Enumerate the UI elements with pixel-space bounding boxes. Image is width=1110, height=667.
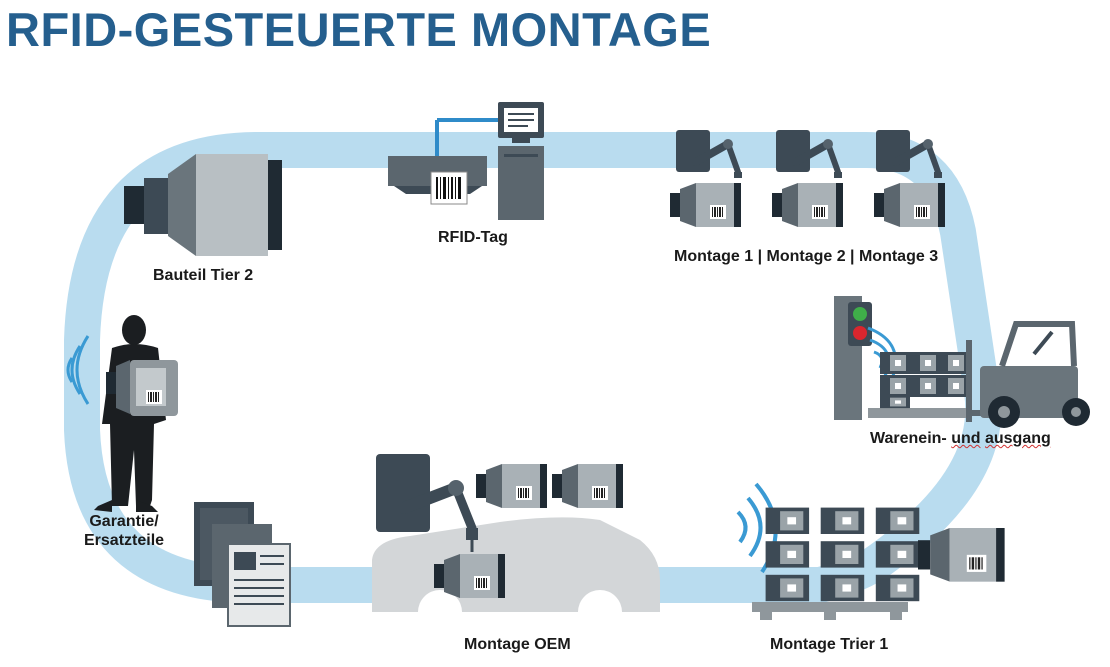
forklift-icon [966,321,1090,428]
pallet-icon [752,507,920,620]
component-module-icon [552,464,623,508]
component-module-icon [670,183,741,227]
label-montage-trier-1: Montage Trier 1 [770,636,889,653]
label-bauteil-tier-2: Bauteil Tier 2 [153,267,254,284]
component-module-icon [874,183,945,227]
computer-icon [498,102,544,220]
component-module-icon [434,554,505,598]
rfid-wave-icon [66,335,90,405]
component-module-icon [106,360,178,416]
label-garantie: Garantie/ [89,513,159,530]
label-warenein-und-ausgang: Warenein- und ausgang [870,430,1051,448]
documents-icon [194,502,291,627]
component-module-icon [476,464,547,508]
label-warenein: Warenein- [870,430,947,447]
pallet-icon [868,352,968,418]
component-module-icon [772,183,843,227]
car-icon [372,517,660,634]
label-garantie-ersatzteile: Garantie/ Ersatzteile [84,512,164,550]
robot-arm-icon [376,454,478,552]
traffic-light-icon [834,296,872,420]
label-und: und [951,430,981,447]
label-montage-oem: Montage OEM [464,636,571,653]
label-ersatzteile: Ersatzteile [84,532,165,549]
page-title: RFID-GESTEUERTE MONTAGE [6,3,712,56]
label-ausgang: ausgang [984,430,1051,447]
label-rfid-tag: RFID-Tag [438,229,508,246]
printer-icon [388,118,498,205]
component-module-icon [124,154,282,256]
component-module-icon [918,528,1005,582]
label-montage-1-2-3: Montage 1 | Montage 2 | Montage 3 [674,248,939,265]
